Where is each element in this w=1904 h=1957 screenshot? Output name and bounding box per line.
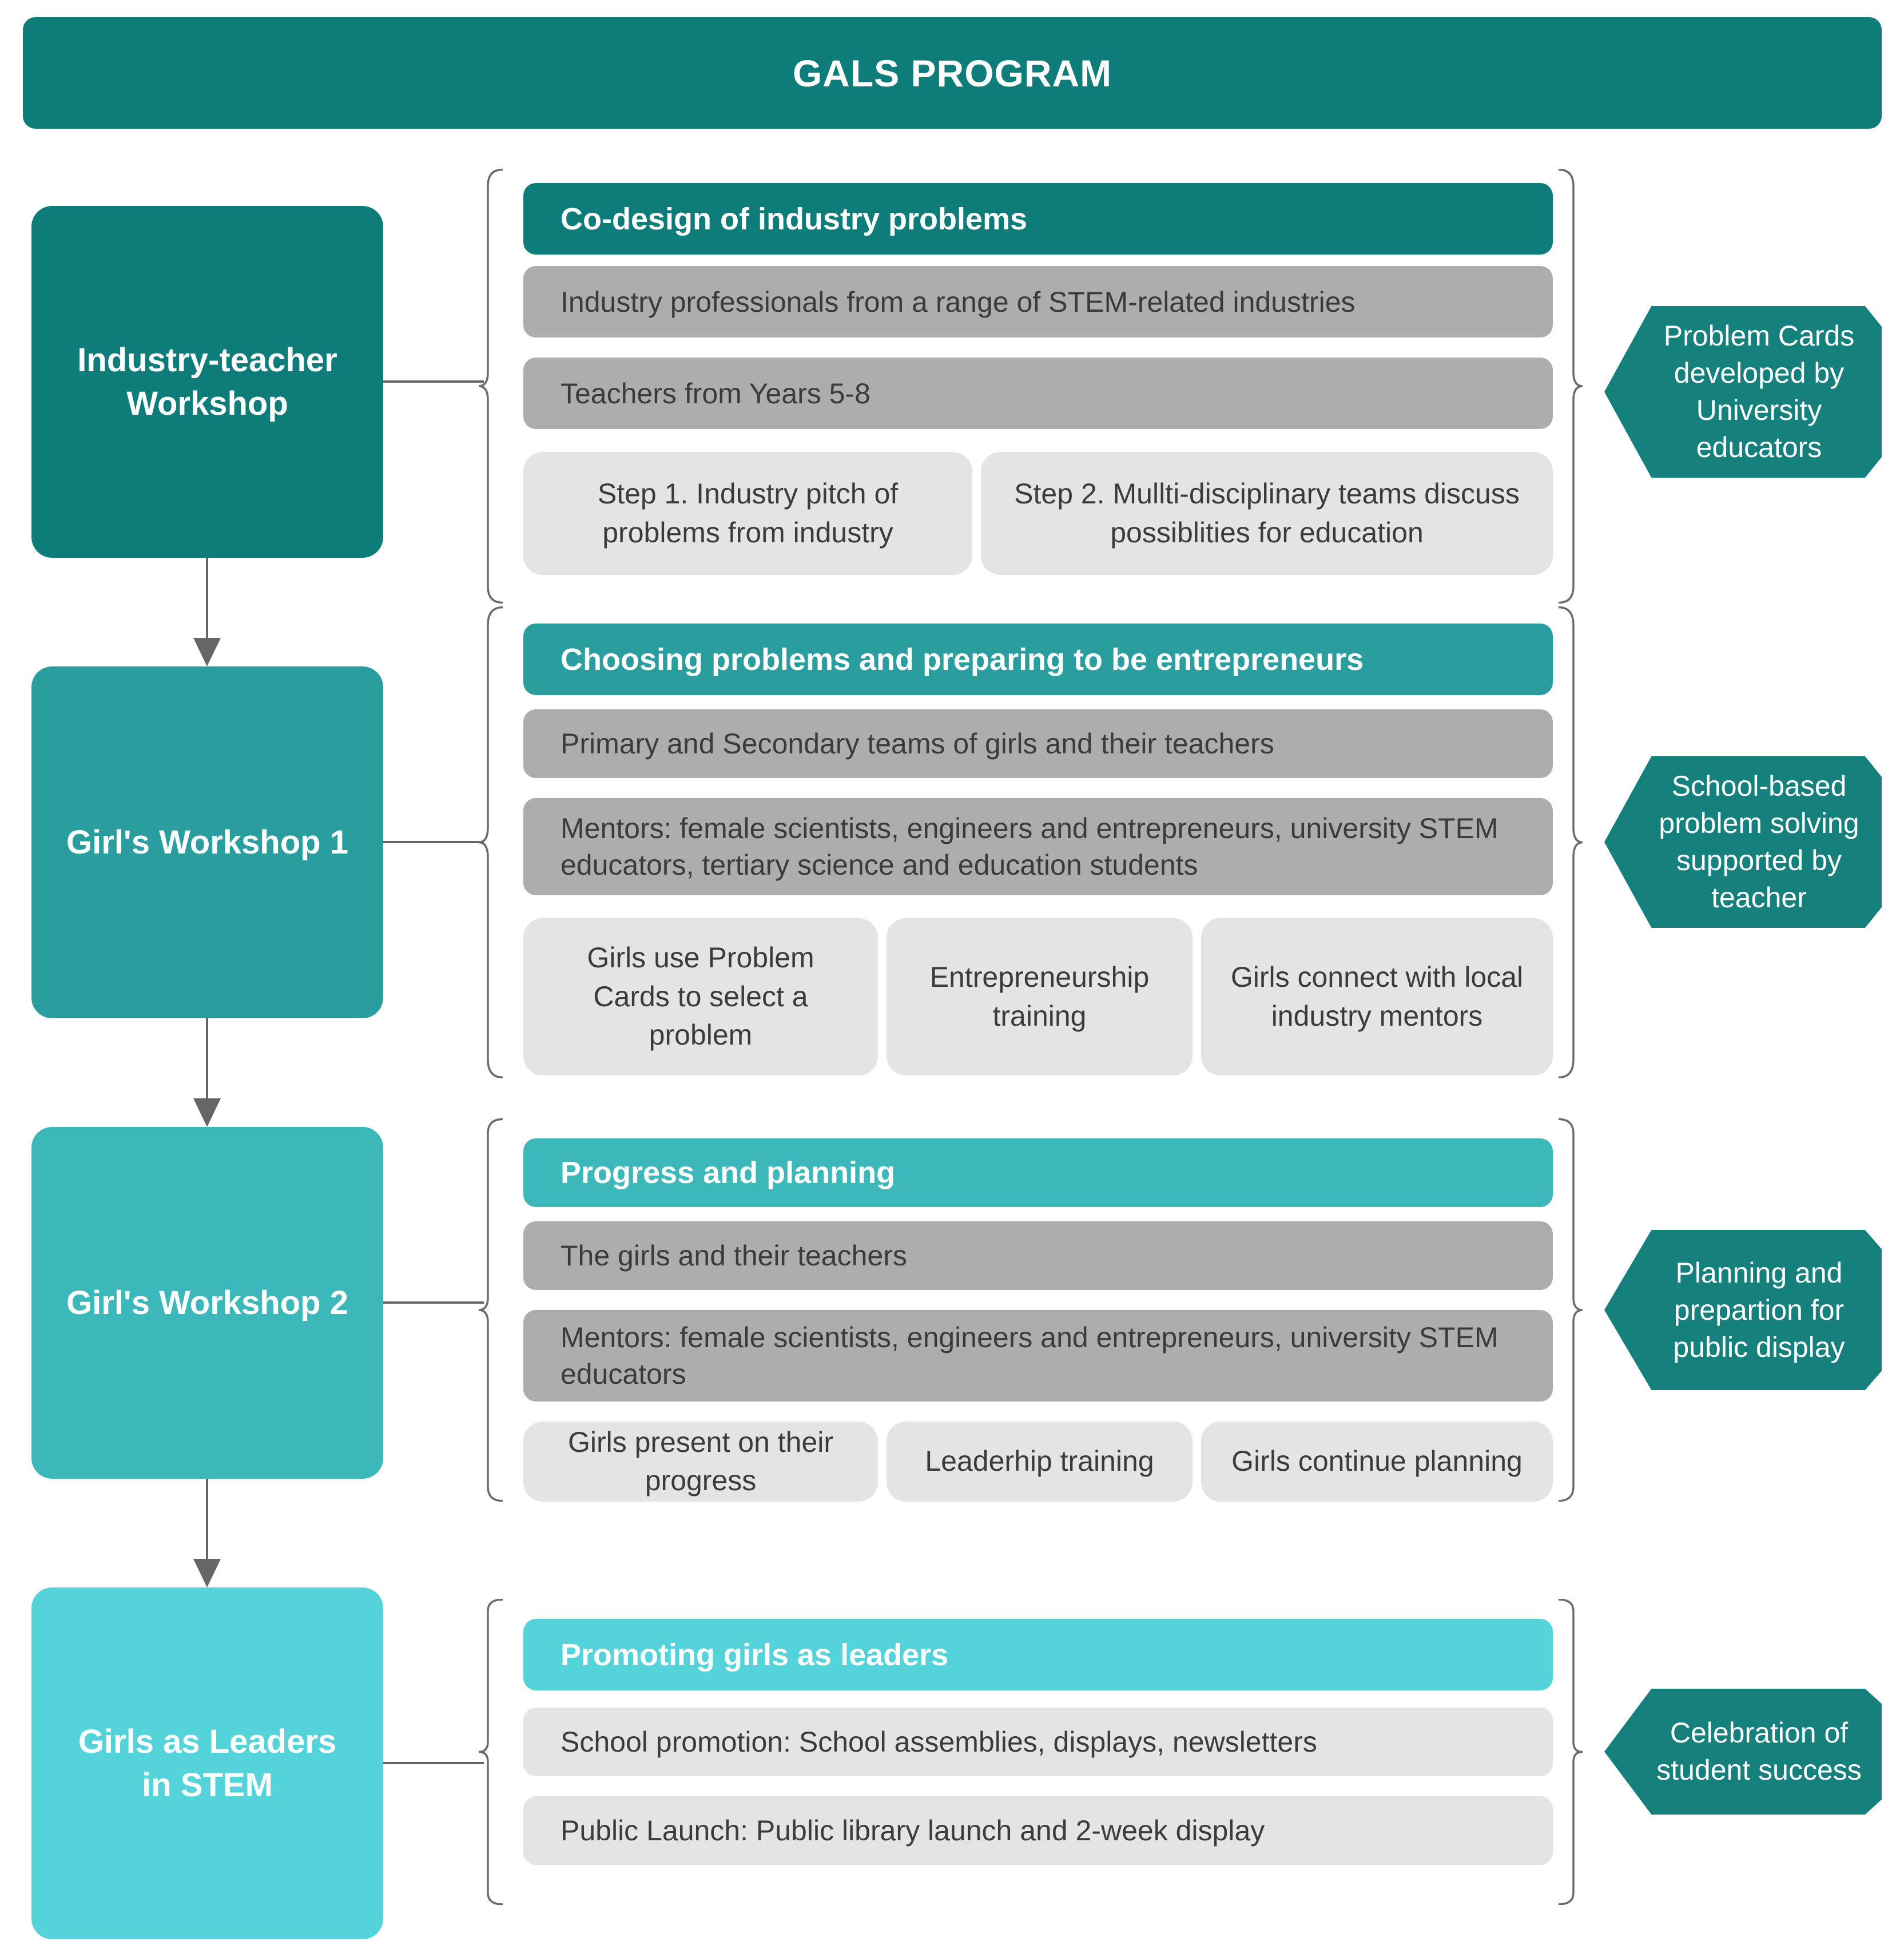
panel-brace-left [478, 169, 505, 604]
activity-box: Girls continue planning [1201, 1422, 1553, 1502]
participant-bar: School promotion: School assemblies, dis… [523, 1708, 1553, 1776]
activity-box: Step 1. Industry pitch of problems from … [523, 452, 972, 575]
stage-girls-as-leaders-in-stem: Girls as Leaders in STEM [31, 1587, 383, 1939]
diagram-title: GALS PROGRAM [23, 17, 1882, 129]
panel-brace-left [478, 606, 505, 1078]
connector-line [383, 1301, 484, 1304]
callout-planning-public-display: Planning and prepartion for public displ… [1604, 1230, 1882, 1390]
activity-box-text: Step 2. Mullti-disciplinary teams discus… [1014, 478, 1520, 549]
diagram-title-text: GALS PROGRAM [792, 51, 1112, 94]
panel-brace-right [1556, 1118, 1584, 1502]
participant-bar-text: Primary and Secondary teams of girls and… [561, 728, 1274, 760]
stage-girls-workshop-1: Girl's Workshop 1 [31, 666, 383, 1018]
flow-line [206, 1018, 208, 1099]
panel-brace-right [1556, 1599, 1584, 1905]
stage-label: Girls as Leaders in STEM [78, 1723, 337, 1804]
stage-girls-workshop-2: Girl's Workshop 2 [31, 1127, 383, 1479]
panel-header: Promoting girls as leaders [523, 1619, 1553, 1690]
flow-line [206, 1479, 208, 1560]
callout-celebration: Celebration of student success [1604, 1689, 1882, 1815]
participant-bar-text: Mentors: female scientists, engineers an… [561, 1321, 1498, 1390]
participant-bar-text: Industry professionals from a range of S… [561, 285, 1356, 318]
activity-box: Step 2. Mullti-disciplinary teams discus… [981, 452, 1553, 575]
flow-arrow-icon [193, 1098, 221, 1127]
participant-bar: Mentors: female scientists, engineers an… [523, 798, 1553, 895]
panel-header-text: Promoting girls as leaders [561, 1637, 949, 1672]
participant-bar-text: Mentors: female scientists, engineers an… [561, 812, 1498, 881]
callout-text: Problem Cards developed by University ed… [1663, 320, 1855, 463]
participant-bar: Public Launch: Public library launch and… [523, 1796, 1553, 1865]
participant-bar: The girls and their teachers [523, 1221, 1553, 1290]
participant-bar: Primary and Secondary teams of girls and… [523, 709, 1553, 778]
panel-brace-right [1556, 606, 1584, 1078]
panel-header-text: Progress and planning [561, 1156, 896, 1190]
panel-header: Choosing problems and preparing to be en… [523, 624, 1553, 695]
callout-text: Celebration of student success [1656, 1717, 1862, 1786]
panel-header: Co-design of industry problems [523, 183, 1553, 255]
panel-brace-right [1556, 169, 1584, 604]
activity-box-text: Girls continue planning [1231, 1445, 1523, 1478]
activity-box-text: Girls connect with local industry mentor… [1230, 961, 1524, 1032]
participant-bar: Mentors: female scientists, engineers an… [523, 1310, 1553, 1402]
participant-bar-text: School promotion: School assemblies, dis… [561, 1726, 1317, 1758]
callout-text: School-based problem solving supported b… [1659, 770, 1859, 914]
stage-label: Girl's Workshop 2 [66, 1284, 348, 1321]
callout-school-based-problem-solving: School-based problem solving supported b… [1604, 756, 1882, 928]
activity-box: Girls present on their progress [523, 1422, 878, 1502]
panel-brace-left [478, 1599, 505, 1905]
callout-text: Planning and prepartion for public displ… [1673, 1256, 1845, 1363]
flow-arrow-icon [193, 638, 221, 666]
connector-line [383, 841, 484, 843]
activity-box: Girls use Problem Cards to select a prob… [523, 918, 878, 1075]
panel-girls-workshop-2: Progress and planning The girls and thei… [483, 1118, 1576, 1502]
activity-box: Entrepreneurship training [887, 918, 1193, 1075]
panel-header: Progress and planning [523, 1138, 1553, 1207]
participant-bar: Teachers from Years 5-8 [523, 358, 1553, 429]
panel-brace-left [478, 1118, 505, 1502]
participant-bar-text: The girls and their teachers [561, 1240, 907, 1272]
stage-industry-teacher-workshop: Industry-teacher Workshop [31, 206, 383, 558]
stage-label: Girl's Workshop 1 [66, 823, 348, 861]
stage-label: Industry-teacher Workshop [77, 342, 337, 422]
connector-line [383, 380, 484, 383]
activity-box-text: Girls use Problem Cards to select a prob… [587, 942, 814, 1051]
activity-box: Girls connect with local industry mentor… [1201, 918, 1553, 1075]
flow-arrow-icon [193, 1559, 221, 1587]
panel-header-text: Choosing problems and preparing to be en… [561, 642, 1364, 677]
activity-box-text: Entrepreneurship training [929, 961, 1150, 1032]
activity-box: Leaderhip training [887, 1422, 1193, 1502]
panel-girls-workshop-1: Choosing problems and preparing to be en… [483, 606, 1576, 1078]
connector-line [383, 1762, 484, 1764]
activity-box-text: Girls present on their progress [567, 1426, 834, 1497]
participant-bar-text: Public Launch: Public library launch and… [561, 1815, 1265, 1847]
panel-header-text: Co-design of industry problems [561, 201, 1028, 236]
participant-bar-text: Teachers from Years 5-8 [561, 377, 870, 410]
callout-problem-cards: Problem Cards developed by University ed… [1604, 306, 1882, 478]
flow-line [206, 558, 208, 639]
participant-bar: Industry professionals from a range of S… [523, 266, 1553, 338]
panel-girls-as-leaders: Promoting girls as leaders School promot… [483, 1599, 1576, 1905]
panel-industry-teacher-workshop: Co-design of industry problems Industry … [483, 169, 1576, 604]
activity-box-text: Leaderhip training [925, 1445, 1154, 1478]
activity-box-text: Step 1. Industry pitch of problems from … [597, 478, 899, 549]
